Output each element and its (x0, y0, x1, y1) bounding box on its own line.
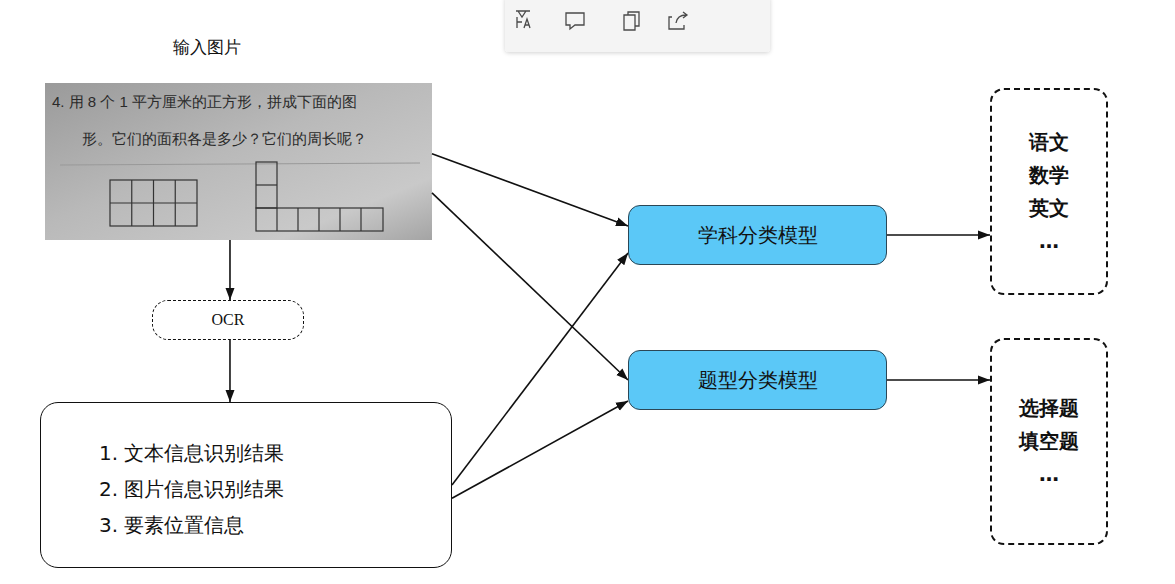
arrow-connector (229, 240, 231, 300)
node-label: 选择题 (1019, 392, 1079, 425)
output-set: 选择题填空题… (990, 338, 1108, 545)
arrow-connector (432, 193, 628, 380)
result-item: 2. 图片信息识别结果 (99, 477, 284, 501)
model-box: 学科分类模型 (628, 205, 887, 265)
node-label: 题型分类模型 (698, 367, 818, 394)
arrow-connector (887, 379, 990, 381)
model-box: 题型分类模型 (628, 350, 887, 410)
arrow-connector (452, 401, 628, 498)
question-line: 4. 用 8 个 1 平方厘米的正方形，拼成下面的图 (52, 93, 357, 112)
arrow-connector (229, 340, 231, 402)
node-label: … (1039, 225, 1059, 258)
question-line: 形。它们的面积各是多少？它们的周长呢？ (82, 130, 367, 149)
ocr-step: OCR (152, 300, 304, 340)
output-set: 语文数学英文… (990, 88, 1108, 295)
input-heading: 输入图片 (173, 36, 241, 59)
node-label: 语文 (1029, 126, 1069, 159)
arrow-connector (432, 154, 628, 226)
photo-illustration (45, 83, 432, 240)
result-item: 1. 文本信息识别结果 (99, 441, 284, 465)
ocr-result-box: 1. 文本信息识别结果 2. 图片信息识别结果 3. 要素位置信息 (40, 402, 452, 568)
node-label: 学科分类模型 (698, 222, 818, 249)
node-label: … (1039, 458, 1059, 491)
arrow-connector (887, 234, 990, 236)
node-label: 英文 (1029, 192, 1069, 225)
node-label: OCR (212, 311, 245, 329)
toolbar (505, 0, 770, 52)
input-photo: 输入图片4. 用 8 个 1 平方厘米的正方形，拼成下面的图形。它们的面积各是多… (45, 83, 432, 240)
node-label: 数学 (1029, 159, 1069, 192)
result-item: 3. 要素位置信息 (99, 513, 244, 537)
node-label: 填空题 (1019, 425, 1079, 458)
